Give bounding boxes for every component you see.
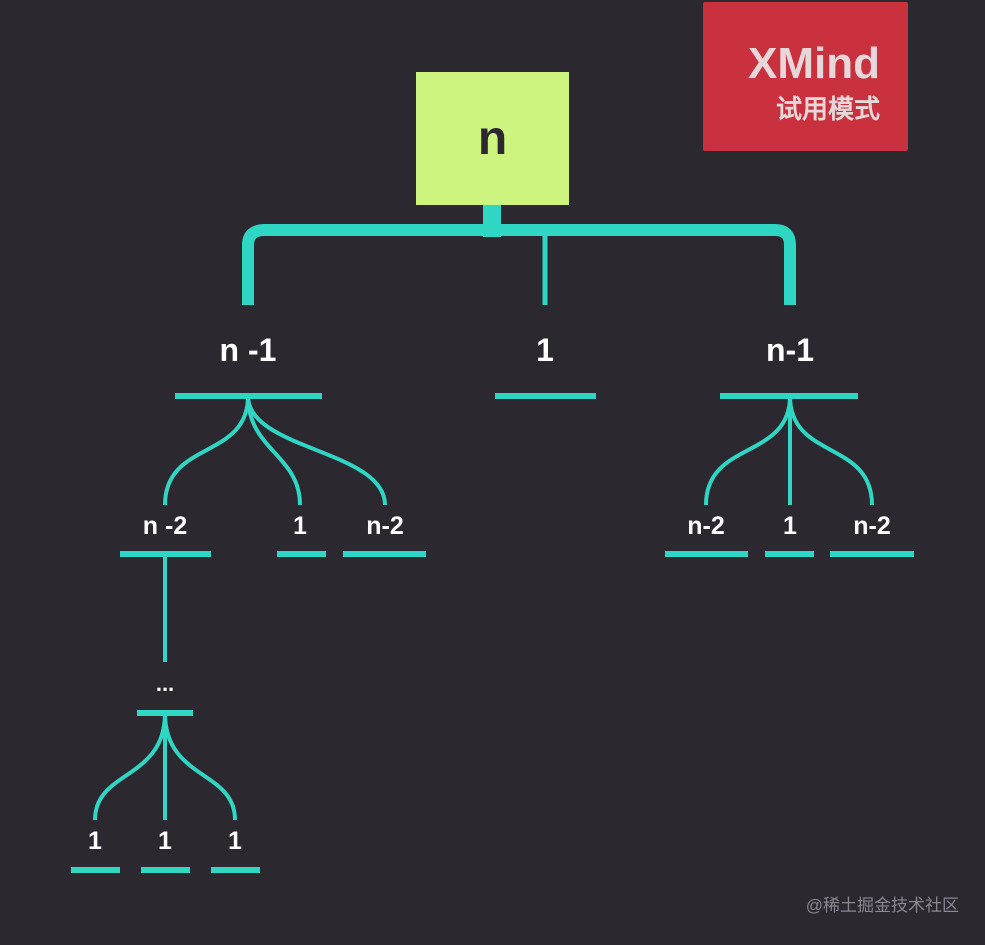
- right-child-b-label[interactable]: 1: [783, 512, 797, 540]
- connector-leaf-a: [93, 712, 167, 821]
- main-bracket: [242, 224, 796, 305]
- branch-left-label[interactable]: n -1: [219, 332, 277, 368]
- connector-left-a: [163, 395, 250, 506]
- right-child-a-label[interactable]: n-2: [687, 512, 725, 540]
- connector-right-a: [704, 395, 792, 506]
- left-child-c-label[interactable]: n-2: [366, 512, 404, 540]
- badge-subtitle: 试用模式: [775, 94, 880, 124]
- watermark: @稀土掘金技术社区: [805, 896, 959, 915]
- branch-right-label[interactable]: n-1: [766, 332, 814, 368]
- leaf-a-label[interactable]: 1: [88, 827, 102, 855]
- root-node[interactable]: n: [416, 72, 569, 205]
- root-label: n: [477, 111, 508, 165]
- leaf-b-label[interactable]: 1: [158, 827, 172, 855]
- connector-leaf-c: [163, 712, 237, 821]
- left-child-b-label[interactable]: 1: [293, 512, 307, 540]
- connector-right-c: [788, 395, 874, 506]
- badge-title: XMind: [748, 39, 880, 88]
- trial-mode-badge: XMind 试用模式: [703, 2, 908, 151]
- ellipsis-label[interactable]: ...: [155, 671, 175, 696]
- leaf-c-label[interactable]: 1: [228, 827, 242, 855]
- connector-left-b: [246, 395, 302, 506]
- left-child-a-label[interactable]: n -2: [142, 512, 188, 540]
- connector-left-c: [246, 395, 387, 506]
- branch-middle-label[interactable]: 1: [536, 332, 554, 368]
- right-child-c-label[interactable]: n-2: [853, 512, 891, 540]
